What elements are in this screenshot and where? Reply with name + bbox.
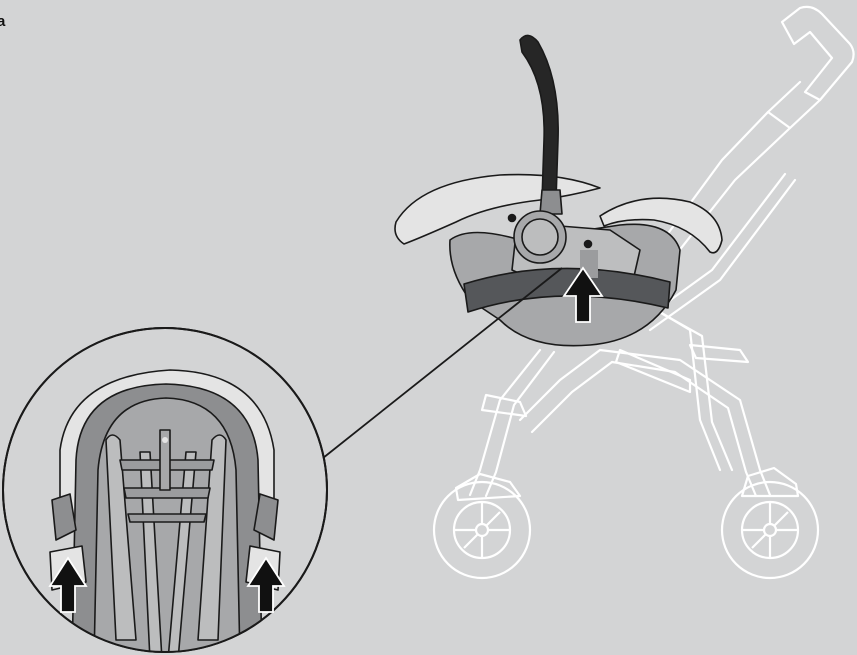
rear-wheel [720,480,820,580]
callout-line [317,267,563,463]
step-label: a [0,13,6,30]
stroller-frame [454,5,855,502]
up-arrow-icon [562,266,604,323]
infant-car-seat [394,34,723,347]
up-arrow-icon [246,556,286,613]
front-wheel [432,480,532,580]
up-arrow-icon [48,556,88,613]
detail-magnifier [2,327,328,653]
